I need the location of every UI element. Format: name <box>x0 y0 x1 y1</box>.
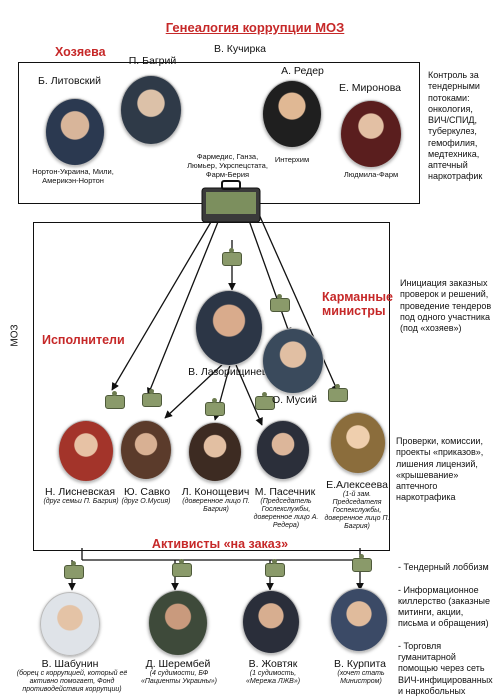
pocket-photo-1 <box>262 328 324 394</box>
moz-box <box>33 222 390 551</box>
executors-heading: Исполнители <box>42 333 125 347</box>
owner-name-2: В. Кучирка <box>213 43 267 55</box>
pocket-heading: Карманные министры <box>322 290 393 318</box>
executor-name-3: М. Пасечник <box>254 486 316 498</box>
money-bag-icon <box>352 554 372 572</box>
pocket-photo-0 <box>195 290 263 366</box>
executor-note-0: (друг семьи П. Багрия) <box>43 498 119 505</box>
activist-photo-0 <box>40 592 100 656</box>
briefcase-icon <box>201 180 261 223</box>
activist-note-0: (борец с коррупцией, который её активно … <box>16 670 128 694</box>
owners-side-text: Контроль за тендерными потоками: онколог… <box>428 70 483 182</box>
executor-photo-1 <box>120 420 172 480</box>
owner-name-3: А. Редер <box>281 65 324 77</box>
pocket-side-text: Инициация заказных проверок и решений, п… <box>400 278 492 333</box>
owner-photo-4 <box>340 100 402 168</box>
executors-side-text: Проверки, комиссии, проекты «приказов», … <box>396 436 484 503</box>
pocket-name-0: В. Лазорищинец <box>188 366 268 378</box>
money-bag-icon <box>328 384 348 402</box>
activist-note-3: (хочет стать Министром) <box>337 670 385 686</box>
executor-name-1: Ю. Савко <box>123 486 171 498</box>
money-bag-icon <box>205 398 225 416</box>
owners-heading: Хозяева <box>55 45 106 59</box>
executor-name-2: Л. Конощевич <box>181 486 250 498</box>
money-bag-icon <box>142 389 162 407</box>
page-title: Генеалогия коррупции МОЗ <box>165 20 345 35</box>
money-bag-icon <box>172 559 192 577</box>
activist-photo-2 <box>242 590 300 654</box>
owner-name-4: Е. Миронова <box>338 82 402 94</box>
activists-side-text: - Тендерный лоббизм - Информационное кил… <box>398 562 493 696</box>
executor-photo-3 <box>256 420 310 480</box>
activist-note-1: (4 судимости, БФ «Пациенты Украины») <box>140 670 218 686</box>
money-bag-icon <box>265 559 285 577</box>
money-bag-icon <box>270 294 290 312</box>
money-bag-icon <box>255 392 275 410</box>
owner-note-4: Людмила-Фарм <box>343 170 399 179</box>
activist-note-2: (1 судимость, «Мережа ЛЖВ») <box>245 670 301 686</box>
money-bag-icon <box>105 391 125 409</box>
owner-photo-1 <box>120 75 182 145</box>
activist-name-2: В. Жовтяк <box>248 658 298 670</box>
executor-name-4: Е.Алексеева <box>326 479 388 491</box>
activist-photo-1 <box>148 590 208 656</box>
activist-photo-3 <box>330 588 388 652</box>
owner-note-2: Фармедис, Ганза, Люмьер, Укрспецстата, Ф… <box>187 152 268 179</box>
executor-photo-4 <box>330 412 386 474</box>
owner-photo-3 <box>262 80 322 148</box>
activist-name-0: В. Шабунин <box>41 658 99 670</box>
owner-note-3: Интерхим <box>274 155 310 164</box>
money-bag-icon <box>222 248 242 266</box>
executor-note-2: (доверенное лицо П. Багрия) <box>182 498 250 514</box>
moz-label: МОЗ <box>9 324 21 347</box>
executor-note-4: (1-й зам. Председателя Госпекслужбы, дов… <box>324 491 390 531</box>
executor-photo-0 <box>58 420 114 482</box>
activist-name-1: Д. Шерембей <box>145 658 211 670</box>
pocket-name-1: О. Мусий <box>272 394 317 406</box>
money-bag-icon <box>64 561 84 579</box>
executor-note-3: (Председатель Гослекслужбы, доверенное л… <box>253 498 319 530</box>
owner-name-0: Б. Литовский <box>37 75 102 87</box>
executor-note-1: (друг О.Мусия) <box>121 498 171 505</box>
activist-name-3: В. Курпита <box>333 658 386 670</box>
owner-name-1: П. Багрий <box>128 55 177 67</box>
executor-photo-2 <box>188 422 242 482</box>
owner-photo-0 <box>45 98 105 166</box>
executor-name-0: Н. Лисневская <box>44 486 116 498</box>
activists-heading: Активисты «на заказ» <box>151 537 289 551</box>
owner-note-0: Нортон-Украина, Мили, Америкэн-Нортон <box>32 167 114 185</box>
